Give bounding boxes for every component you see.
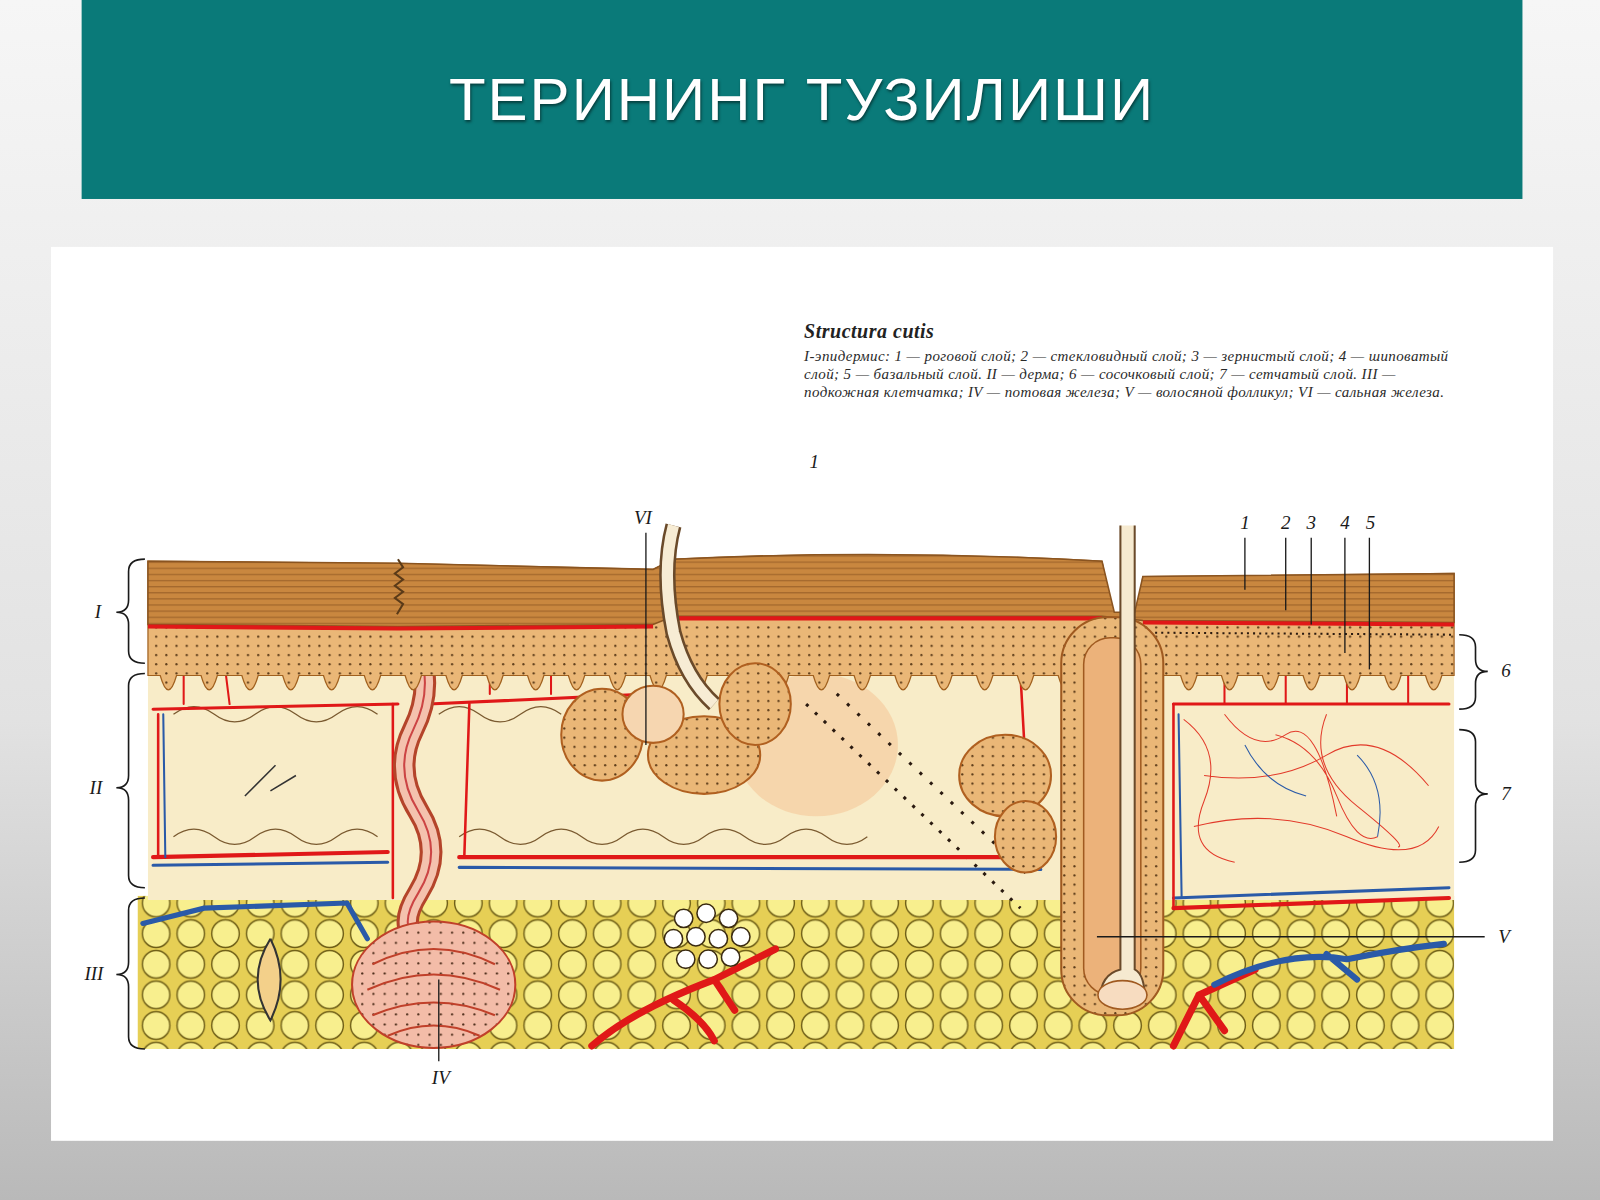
callout-number: 7 xyxy=(1501,783,1511,805)
leader-lines-part xyxy=(1285,538,1286,610)
callout-number: 3 xyxy=(1306,512,1316,534)
slide-frame-part xyxy=(51,247,1553,1141)
sweat-gland-part-part xyxy=(721,948,739,966)
dermis-part xyxy=(1245,745,1380,837)
callout-number: 5 xyxy=(1366,512,1376,534)
blood-vessels-part xyxy=(153,673,1449,709)
epidermis-part xyxy=(148,618,1454,628)
blood-vessels-part xyxy=(153,852,1449,908)
blood-vessels-part xyxy=(143,903,367,939)
dermis xyxy=(148,663,1454,908)
dermis-part xyxy=(1184,714,1439,862)
callout-number: I xyxy=(95,601,101,623)
sweat-gland-part-part xyxy=(732,928,750,946)
figure-number: 1 xyxy=(810,451,820,473)
slide-title: ТЕРИНИНГ ТУЗИЛИШИ xyxy=(449,64,1155,133)
sweat-gland-part xyxy=(664,904,750,968)
callout-number: V xyxy=(1498,926,1510,948)
hypodermis xyxy=(138,896,1454,1049)
blood-vessels-part xyxy=(158,673,1173,908)
callout-number: 6 xyxy=(1501,660,1511,682)
callout-number: VI xyxy=(634,507,652,529)
epidermis-part xyxy=(148,555,1454,690)
figure-caption: Structura cutis xyxy=(804,320,934,343)
blood-vessels-part xyxy=(1173,969,1255,1046)
leader-lines-part xyxy=(1369,538,1370,670)
sweat-gland-part xyxy=(352,921,515,1048)
blood-vessels-part xyxy=(592,949,776,1046)
dermis-part xyxy=(148,663,1454,900)
slide-frame xyxy=(51,0,1553,1141)
sweat-gland-part-part xyxy=(697,904,715,922)
leader-lines xyxy=(439,533,1485,1062)
slide-frame-part xyxy=(82,0,1523,199)
callout-number: III xyxy=(84,963,103,985)
hair-follicle-part xyxy=(1100,526,1145,1000)
brackets-part xyxy=(1459,730,1488,863)
leader-lines-part xyxy=(645,533,646,745)
leader-lines-part xyxy=(1244,538,1245,590)
hypodermis-part xyxy=(138,896,1454,1049)
dermis-part xyxy=(245,765,296,796)
callout-number: II xyxy=(90,777,103,799)
blood-vessels-part xyxy=(163,714,1181,898)
sebaceous-gland-part xyxy=(995,801,1056,872)
epidermis-part xyxy=(1143,633,1454,635)
brackets-part xyxy=(116,673,145,887)
sebaceous-gland xyxy=(561,526,1056,873)
sweat-gland-part-part xyxy=(719,909,737,927)
sweat-gland-part-part xyxy=(677,950,695,968)
blood-vessels-part xyxy=(153,862,1449,898)
sweat-gland-part xyxy=(367,949,500,1036)
callout-number: IV xyxy=(432,1067,450,1089)
leader-lines-part xyxy=(1311,538,1312,625)
sweat-gland-part xyxy=(258,939,281,1021)
brackets-part xyxy=(116,898,145,1049)
callout-number: 4 xyxy=(1340,512,1350,534)
hair-follicle-part xyxy=(1061,617,1163,1015)
brackets-part xyxy=(116,559,145,663)
brackets-part xyxy=(1459,635,1488,709)
sweat-gland-part-part xyxy=(709,930,727,948)
sweat-gland-part-part xyxy=(664,930,682,948)
leader-lines-part xyxy=(1344,538,1345,653)
sebaceous-gland-part xyxy=(719,663,790,745)
sweat-gland-part-part xyxy=(674,909,692,927)
epidermis xyxy=(148,555,1454,690)
epidermis-part xyxy=(148,555,1454,627)
hair-follicle-part xyxy=(1098,981,1147,1010)
sebaceous-gland-part xyxy=(622,686,683,743)
legend-text: I-эпидермис: 1 — роговой слой; 2 — стекл… xyxy=(804,347,1457,401)
blood-vessels-part xyxy=(1214,944,1444,985)
sweat-gland-part-part xyxy=(687,928,705,946)
leader-lines-part xyxy=(1097,936,1485,937)
hair-follicle xyxy=(1061,526,1163,1016)
sebaceous-gland-part xyxy=(667,526,714,705)
sweat-gland-part-part xyxy=(699,950,717,968)
brackets xyxy=(116,559,1487,1049)
blood-vessels xyxy=(143,643,1449,1046)
leader-lines-part xyxy=(438,980,439,1062)
epidermis-part xyxy=(395,559,403,614)
callout-number: 2 xyxy=(1281,512,1291,534)
sebaceous-gland-part xyxy=(667,526,714,705)
callout-number: 1 xyxy=(1240,512,1250,534)
